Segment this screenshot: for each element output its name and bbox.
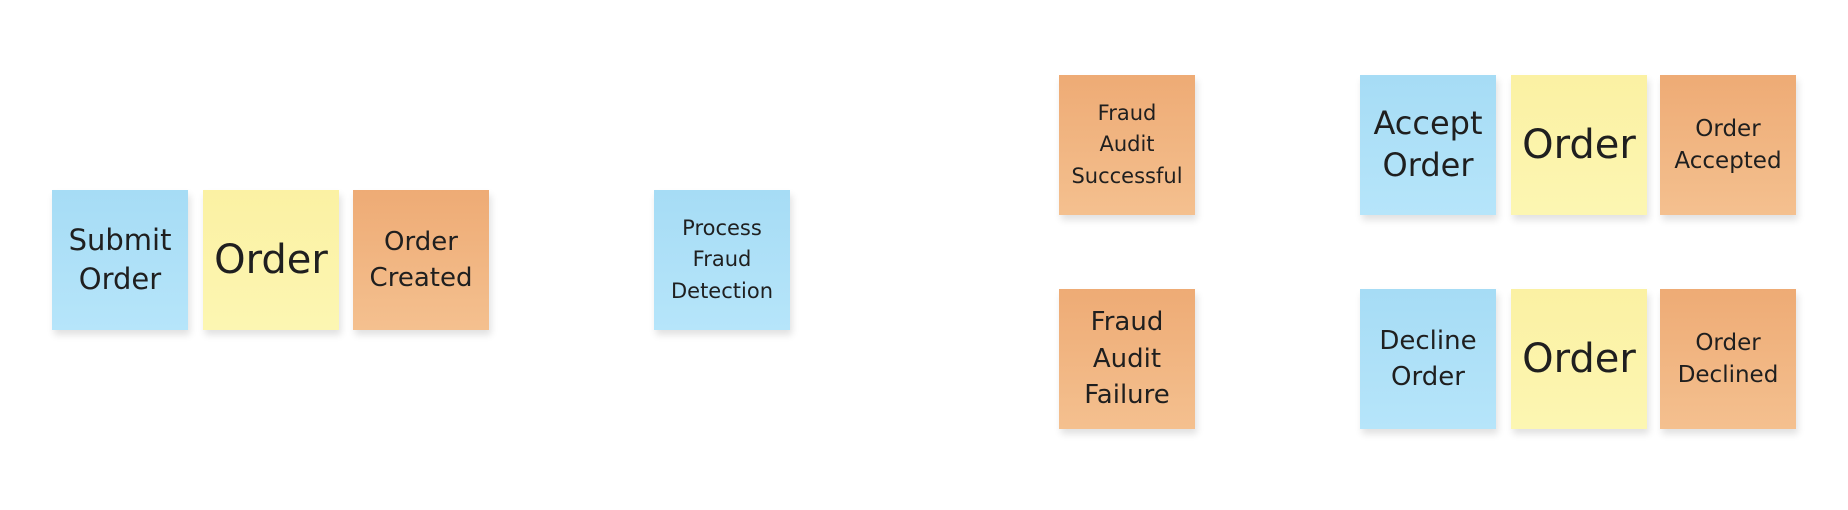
sticky-note-order[interactable]: Order <box>1511 75 1647 215</box>
sticky-note-accept-order[interactable]: Accept Order <box>1360 75 1496 215</box>
sticky-label: Accept Order <box>1373 104 1483 184</box>
sticky-label: Order <box>1522 122 1636 168</box>
sticky-label: Order Accepted <box>1674 115 1782 174</box>
sticky-note-order[interactable]: Order <box>1511 289 1647 429</box>
sticky-note-order[interactable]: Order <box>203 190 339 330</box>
sticky-note-fraud-audit-successful[interactable]: Fraud Audit Successful <box>1059 75 1195 215</box>
sticky-label: Order Created <box>369 226 473 293</box>
sticky-label: Order <box>214 237 328 283</box>
sticky-note-decline-order[interactable]: Decline Order <box>1360 289 1496 429</box>
sticky-label: Process Fraud Detection <box>670 215 774 303</box>
sticky-note-order-declined[interactable]: Order Declined <box>1660 289 1796 429</box>
sticky-note-fraud-audit-failure[interactable]: Fraud Audit Failure <box>1059 289 1195 429</box>
sticky-label: Fraud Audit Failure <box>1084 307 1170 411</box>
sticky-note-process-fraud-detection[interactable]: Process Fraud Detection <box>654 190 790 330</box>
sticky-label: Order <box>1522 336 1636 382</box>
sticky-note-submit-order[interactable]: Submit Order <box>52 190 188 330</box>
sticky-note-order-accepted[interactable]: Order Accepted <box>1660 75 1796 215</box>
sticky-note-order-created[interactable]: Order Created <box>353 190 489 330</box>
sticky-label: Order Declined <box>1677 329 1779 388</box>
sticky-label: Submit Order <box>68 222 172 296</box>
sticky-label: Decline Order <box>1379 325 1477 392</box>
sticky-label: Fraud Audit Successful <box>1071 100 1183 188</box>
